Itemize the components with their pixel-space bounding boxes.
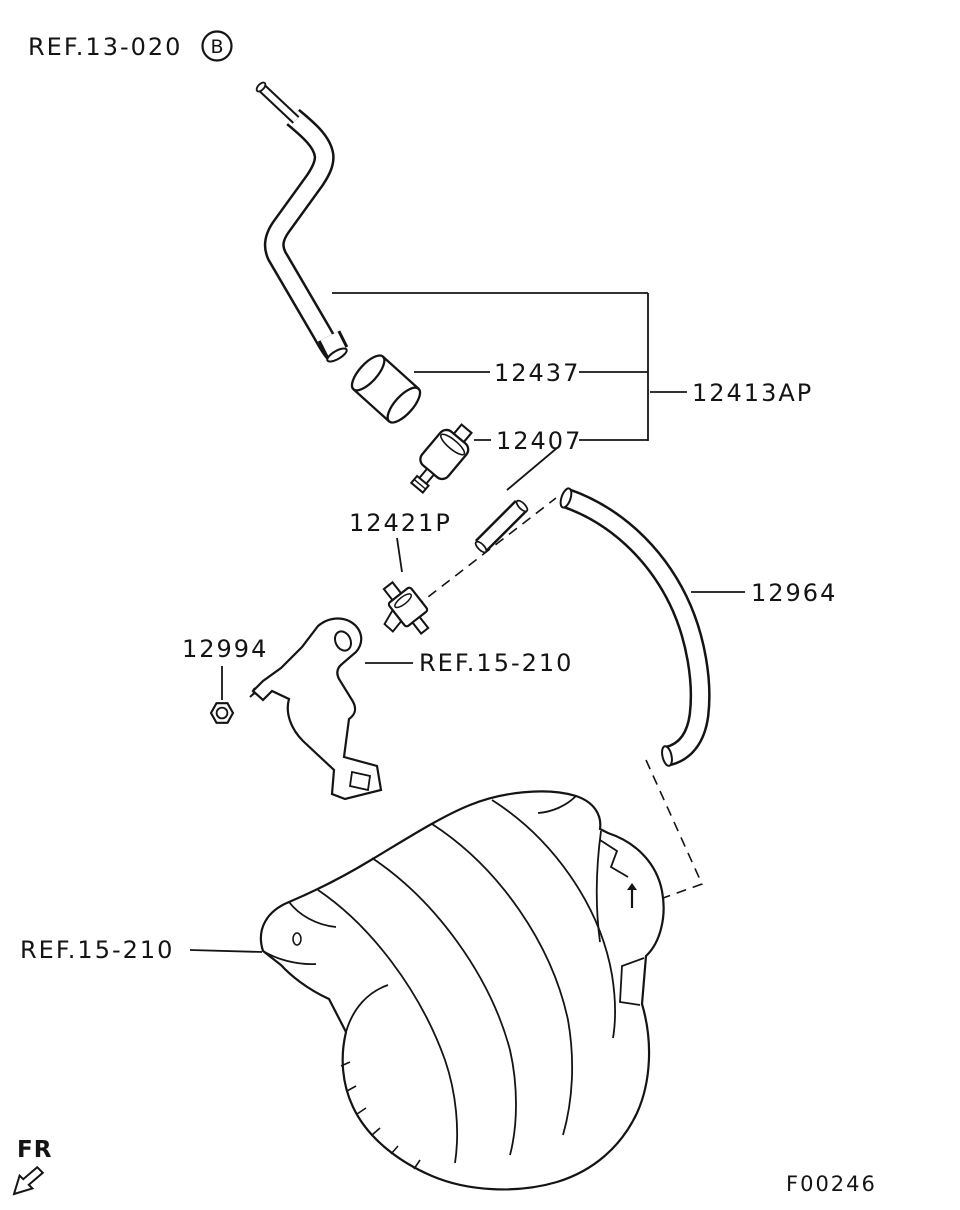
hose-end-collar-inner [320, 331, 346, 357]
hose-tip-opening [255, 81, 267, 93]
edge-tick [356, 1107, 367, 1115]
edge-tick [340, 1061, 351, 1067]
label-ref-15-210-bracket: REF.15-210 [419, 649, 573, 677]
hose-end-opening [326, 347, 348, 363]
leader-12421p [396, 537, 403, 573]
hose-stub [474, 499, 529, 554]
pipe-opening-bottom [661, 745, 673, 767]
valve-tip-ridge [413, 478, 427, 490]
manifold-right-detail-2 [619, 957, 645, 1006]
manifold-runner-1 [317, 889, 459, 1164]
stub-opening-left [474, 540, 488, 554]
detail-b-circle [201, 30, 233, 62]
part-12994-nut [209, 702, 235, 724]
fr-arrow-shape [12, 1165, 45, 1196]
label-12437: 12437 [494, 359, 580, 387]
manifold-lobe-inner [345, 984, 389, 1033]
stub-opening-right [515, 499, 529, 513]
label-12413ap: 12413AP [692, 379, 813, 407]
fr-arrow-icon [12, 1165, 45, 1196]
hose-outline-inner [266, 110, 340, 358]
manifold-runner-4 [491, 799, 617, 1039]
leader-ref-15-210-manifold [189, 949, 263, 953]
part-12421p-valve [382, 580, 430, 635]
valve-body-shoulder [439, 433, 466, 456]
part-12964-pipe [559, 487, 711, 767]
label-ref-13-020: REF.13-020 [28, 33, 182, 61]
cylinder-top-edge [382, 355, 420, 390]
label-12964: 12964 [751, 579, 837, 607]
edge-tick [371, 1127, 381, 1136]
manifold-outline [259, 790, 665, 1191]
bolt-head [627, 883, 637, 890]
manifold-bolt [627, 883, 637, 908]
manifold-top-inner [537, 795, 577, 814]
label-12421p: 12421P [349, 509, 452, 537]
hose-tip-inner [259, 85, 299, 123]
edge-tick [346, 1085, 357, 1092]
manifold-edge-ticks [340, 1061, 421, 1170]
nut-bore [215, 706, 229, 720]
label-12407: 12407 [496, 427, 582, 455]
cylinder-open-face [350, 354, 386, 392]
leader-assembly-diagonal [506, 447, 558, 491]
manifold-runner-2 [371, 857, 517, 1156]
label-detail-b: B [210, 36, 223, 58]
part-12407-valve [409, 423, 473, 494]
bracket-ref-15-210 [251, 617, 383, 801]
purge-valve-collar [394, 593, 413, 609]
manifold-right-detail-1 [599, 839, 629, 878]
cylinder-bottom-edge [352, 388, 390, 423]
stub-inner [476, 501, 526, 551]
label-fr: FR [17, 1137, 52, 1163]
bracket-outline [251, 617, 383, 801]
hose-ref-13-020 [255, 81, 349, 363]
purge-valve-bottom-nipple [411, 615, 430, 635]
edge-tick [413, 1159, 421, 1170]
manifold-runner-3 [431, 823, 574, 1136]
assembly-dashed-line-pipe-to-manifold [645, 759, 704, 903]
manifold-right-inner-edge [595, 830, 602, 943]
label-12994: 12994 [182, 635, 268, 663]
manifold-flange-hole [292, 932, 302, 946]
part-12437-cylinder [350, 354, 422, 424]
label-ref-15-210-manifold: REF.15-210 [20, 936, 174, 964]
bracket-foot-slot [348, 770, 372, 792]
edge-tick [390, 1145, 399, 1155]
callout-lines [189, 292, 745, 953]
bracket-hole [333, 630, 353, 652]
pipe-outline-inner [563, 490, 709, 764]
pipe-opening-top [559, 487, 573, 509]
manifold-flange-edge-2 [262, 950, 317, 965]
manifold-flange-edge-1 [288, 901, 337, 928]
intake-manifold [259, 790, 665, 1191]
label-drawing-number: F00246 [786, 1172, 877, 1196]
